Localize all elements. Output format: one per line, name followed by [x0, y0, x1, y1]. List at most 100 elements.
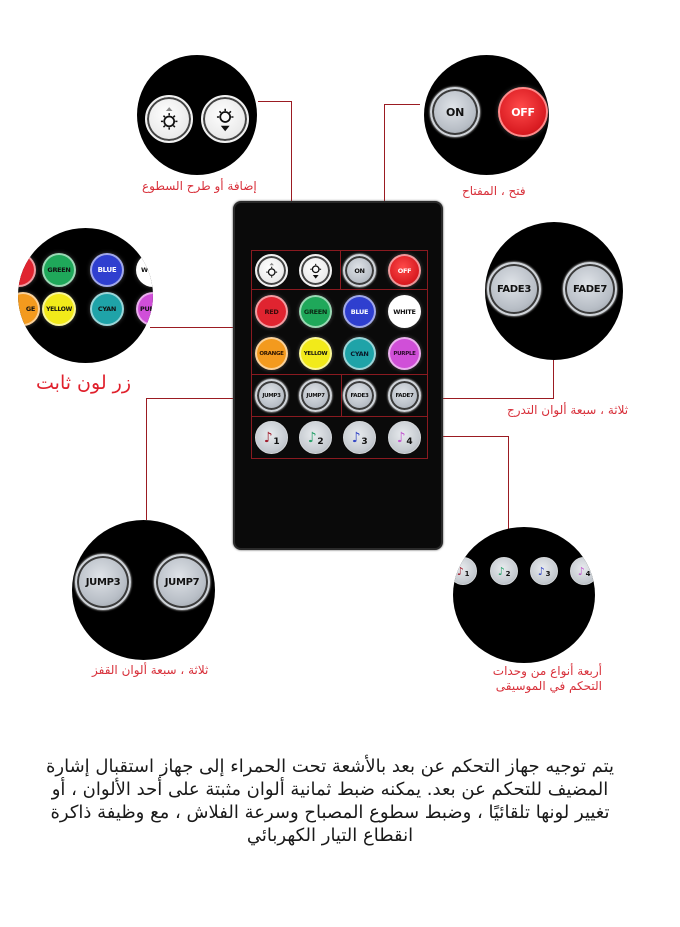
callout-music3-button[interactable]: ♪3	[530, 557, 558, 585]
music-note-icon: ♪	[396, 429, 406, 446]
remote-on-button[interactable]: ON	[343, 254, 376, 287]
jump7-label: JUMP7	[306, 392, 325, 399]
on-label: ON	[446, 105, 464, 119]
music-note-icon: ♪	[577, 564, 585, 578]
music3-num: 3	[545, 570, 551, 578]
fade7-label: FADE7	[572, 283, 607, 295]
jump7-label: JUMP7	[164, 576, 200, 588]
off-label: OFF	[397, 266, 412, 275]
music3-num: 3	[361, 436, 368, 447]
callout-music1-button[interactable]: ♪1	[453, 557, 477, 585]
brightness-up-button[interactable]	[145, 95, 193, 143]
brightness-up-icon	[160, 106, 178, 130]
remote-fade3-button[interactable]: FADE3	[343, 379, 376, 412]
remote-purple-button[interactable]: PURPLE	[388, 337, 421, 370]
music-note-icon: ♪	[497, 564, 505, 578]
remote-orange-button[interactable]: ORANGE	[255, 337, 288, 370]
connector-color-h	[150, 327, 248, 328]
power-label: فتح ، المفتاح	[462, 184, 526, 198]
music4-num: 4	[406, 436, 413, 447]
callout-green-button[interactable]: GREEN	[42, 253, 76, 287]
white-label: WHITE	[393, 307, 416, 316]
remote-off-button[interactable]: OFF	[388, 254, 421, 287]
music1-num: 1	[273, 436, 280, 447]
callout-cyan-button[interactable]: CYAN	[90, 292, 124, 326]
music-note-icon: ♪	[537, 564, 545, 578]
remote-music2-button[interactable]: ♪2	[299, 421, 332, 454]
orange-label: GE	[25, 305, 35, 313]
remote-blue-button[interactable]: BLUE	[343, 295, 376, 328]
callout-music2-button[interactable]: ♪2	[490, 557, 518, 585]
callout-purple-button[interactable]: PUR	[136, 292, 153, 326]
connector-jump-h	[146, 398, 248, 399]
music1-num: 1	[464, 570, 470, 578]
callout-static-color: GREEN BLUE W GE YELLOW CYAN PUR	[18, 228, 153, 363]
callout-brightness	[137, 55, 257, 175]
callout-music: ♪1 ♪2 ♪3 ♪4	[453, 527, 595, 663]
brightness-up-icon	[266, 262, 277, 278]
connector-fade-h	[427, 398, 553, 399]
fade7-label: FADE7	[395, 392, 414, 399]
brightness-down-icon	[310, 263, 321, 279]
fade3-label: FADE3	[350, 392, 369, 399]
remote-green-button[interactable]: GREEN	[299, 295, 332, 328]
brightness-down-button[interactable]	[201, 95, 249, 143]
connector-power-h	[384, 104, 420, 105]
remote-cyan-button[interactable]: CYAN	[343, 337, 376, 370]
blue-label: BLUE	[350, 307, 369, 316]
music2-num: 2	[317, 436, 324, 447]
remote-white-button[interactable]: WHITE	[388, 295, 421, 328]
callout-yellow-button[interactable]: YELLOW	[42, 292, 76, 326]
remote-jump3-button[interactable]: JUMP3	[255, 379, 288, 412]
remote-yellow-button[interactable]: YELLOW	[299, 337, 332, 370]
callout-fade3-button[interactable]: FADE3	[487, 262, 541, 316]
off-button[interactable]: OFF	[498, 87, 548, 137]
ir-remote-control: ON OFF RED GREEN BLUE WHITE ORANGE YELLO…	[233, 201, 443, 550]
callout-power: ON OFF	[424, 55, 549, 175]
brightness-label: إضافة أو طرح السطوع	[142, 179, 257, 193]
purple-label: PURPLE	[393, 350, 416, 357]
jump3-label: JUMP3	[262, 392, 281, 399]
music-note-icon: ♪	[307, 429, 317, 446]
fade-label: ثلاثة ، سبعة ألوان التدرج	[507, 403, 629, 417]
white-label: W	[141, 266, 148, 274]
callout-jump7-button[interactable]: JUMP7	[154, 554, 210, 610]
connector-jump-v	[146, 398, 147, 520]
connector-music-v	[508, 436, 509, 532]
music-note-icon: ♪	[456, 564, 464, 578]
remote-red-button[interactable]: RED	[255, 295, 288, 328]
remote-music3-button[interactable]: ♪3	[343, 421, 376, 454]
jump-label: ثلاثة ، سبعة ألوان القفز	[92, 663, 209, 677]
callout-orange-button[interactable]: GE	[18, 292, 40, 326]
cyan-label: CYAN	[97, 305, 117, 313]
jump3-label: JUMP3	[85, 576, 121, 588]
off-label: OFF	[511, 105, 535, 119]
on-label: ON	[354, 266, 365, 275]
callout-fade: FADE3 FADE7	[485, 222, 623, 360]
callout-jump: JUMP3 JUMP7	[72, 520, 215, 660]
product-description: يتم توجيه جهاز التحكم عن بعد بالأشعة تحت…	[45, 756, 615, 846]
music-note-icon: ♪	[351, 429, 361, 446]
callout-music4-button[interactable]: ♪4	[570, 557, 595, 585]
static-color-label: زر لون ثابت	[36, 372, 132, 394]
remote-fade7-button[interactable]: FADE7	[388, 379, 421, 412]
cyan-label: CYAN	[350, 349, 369, 358]
callout-white-button[interactable]: W	[136, 253, 153, 287]
panel-music	[251, 416, 428, 459]
on-button[interactable]: ON	[430, 87, 480, 137]
red-label: RED	[264, 307, 279, 316]
music4-num: 4	[585, 570, 591, 578]
remote-music4-button[interactable]: ♪4	[388, 421, 421, 454]
remote-brightness-up-button[interactable]	[255, 254, 288, 287]
orange-label: ORANGE	[259, 350, 284, 357]
callout-red-button[interactable]	[18, 253, 36, 287]
callout-blue-button[interactable]: BLUE	[90, 253, 124, 287]
callout-fade7-button[interactable]: FADE7	[563, 262, 617, 316]
remote-music1-button[interactable]: ♪1	[255, 421, 288, 454]
purple-label: PUR	[140, 305, 153, 313]
connector-brightness-v	[291, 101, 292, 249]
remote-brightness-down-button[interactable]	[299, 254, 332, 287]
remote-jump7-button[interactable]: JUMP7	[299, 379, 332, 412]
callout-jump3-button[interactable]: JUMP3	[75, 554, 131, 610]
brightness-down-icon	[216, 108, 234, 132]
